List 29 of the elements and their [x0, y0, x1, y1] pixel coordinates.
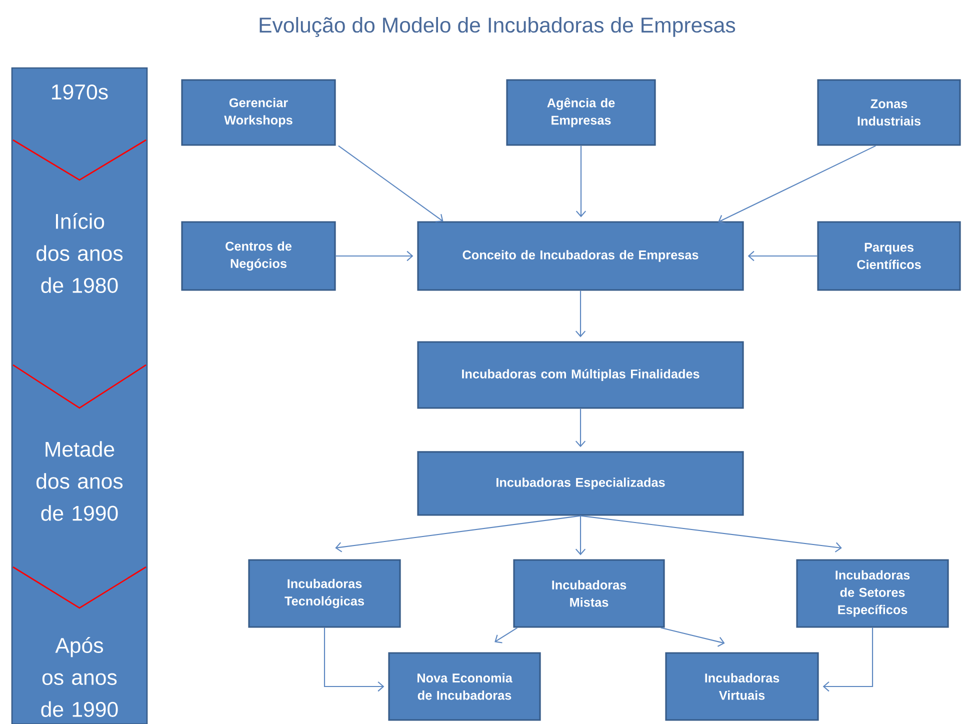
process-box: Incubadoras Especializadas: [417, 451, 744, 516]
arrow: [660, 627, 725, 647]
process-box: Incubadoras Mistas: [513, 559, 665, 628]
arrow: [718, 145, 876, 224]
arrow: [748, 250, 818, 262]
process-box: Incubadoras Virtuais: [665, 652, 819, 721]
arrow: [580, 515, 842, 552]
timeline-band: 1970s Início dos anos de 1980 Metade dos anos de 1990 Após os anos de 1990: [11, 67, 148, 724]
process-box: Zonas Industriais: [817, 79, 961, 146]
process-box: Nova Economia de Incubadoras: [388, 652, 541, 721]
process-box: Incubadoras de Setores Específicos: [796, 559, 949, 628]
arrow: [335, 515, 581, 552]
arrow: [324, 628, 384, 692]
process-box: Incubadoras com Múltiplas Finalidades: [417, 341, 744, 409]
arrow: [494, 627, 518, 644]
process-box: Conceito de Incubadoras de Empresas: [417, 221, 744, 291]
process-box: Agência de Empresas: [506, 79, 656, 146]
arrow: [338, 145, 444, 222]
arrow: [576, 146, 586, 218]
arrow: [575, 408, 586, 448]
arrow: [575, 290, 586, 338]
process-box: Parques Científicos: [817, 221, 961, 291]
arrow: [575, 516, 586, 556]
arrow: [336, 250, 414, 262]
arrow: [822, 628, 874, 692]
process-box: Gerenciar Workshops: [181, 79, 336, 146]
process-box: Centros de Negócios: [181, 221, 336, 291]
process-box: Incubadoras Tecnológicas: [248, 559, 401, 628]
title: Evolução do Modelo de Incubadoras de Empresas: [260, 17, 736, 37]
